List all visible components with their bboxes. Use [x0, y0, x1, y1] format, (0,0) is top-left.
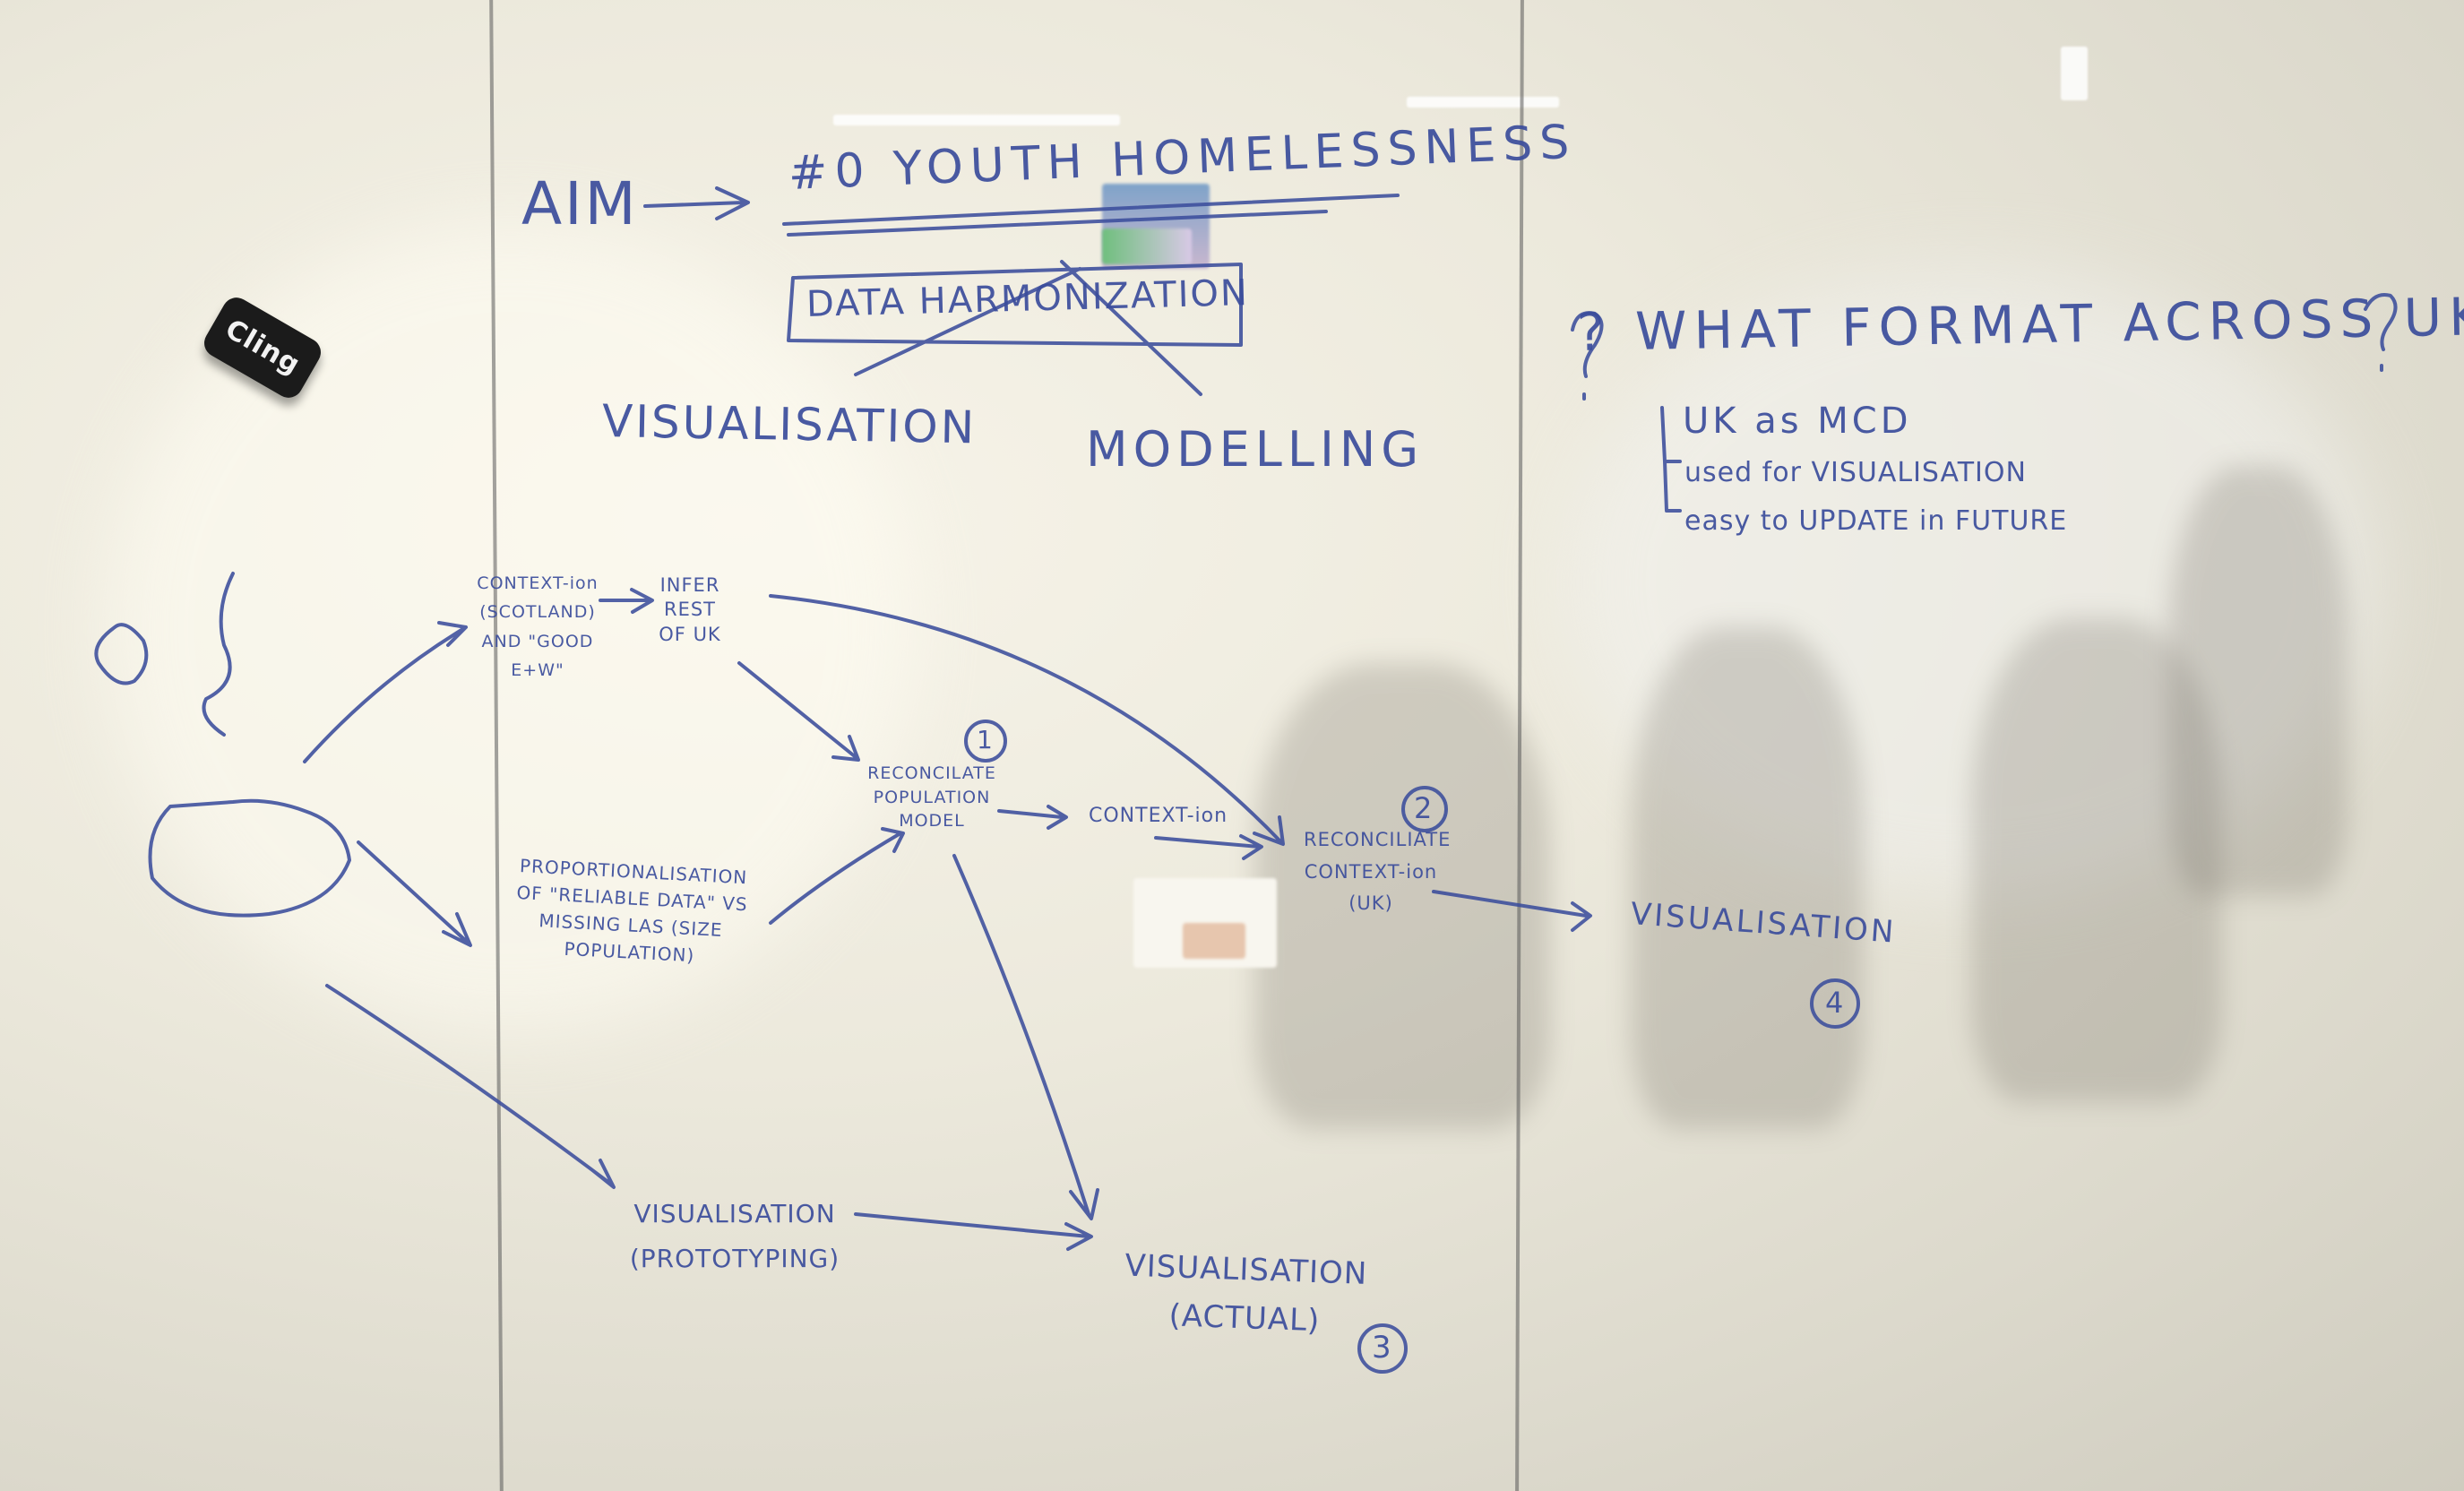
node-visualisation-actual: VISUALISATION (ACTUAL) — [1124, 1247, 1368, 1340]
bullet-2: used for VISUALISATION — [1684, 457, 2027, 488]
step-circle — [1810, 978, 1860, 1029]
harmonization-box — [787, 263, 1243, 347]
sketch-outline — [94, 623, 149, 685]
aim-label: AIM — [521, 169, 639, 238]
ceiling-light-reflection — [833, 115, 1120, 125]
step-number-4: 4 — [1825, 986, 1844, 1020]
node-infer-rest-of-uk: INFER REST OF UK — [659, 574, 721, 645]
board-glare — [1568, 269, 2374, 896]
aim-arrow — [643, 186, 750, 220]
sketch-outline — [202, 572, 235, 737]
bullet-3: easy to UPDATE in FUTURE — [1684, 505, 2068, 537]
node-visualisation-prototyping: VISUALISATION (PROTOTYPING) — [629, 1199, 840, 1274]
step-circle — [1357, 1323, 1408, 1374]
edge-to-context — [303, 621, 468, 763]
branch-modelling-label: MODELLING — [1086, 421, 1425, 478]
edge-reconcile-context-to-vis — [1432, 890, 1592, 932]
question-mark-right — [2364, 293, 2398, 372]
bullet-connector — [1660, 406, 1682, 513]
reflection-person — [1971, 618, 2222, 1102]
edge-reconcile-to-context — [997, 805, 1068, 830]
screen-reflection — [1102, 228, 1192, 264]
edge-context-to-infer — [599, 588, 654, 614]
step-number-3: 3 — [1372, 1330, 1391, 1366]
step-number-1: 1 — [977, 725, 993, 754]
step-number-2: 2 — [1414, 791, 1433, 825]
cross-out-line — [854, 267, 1081, 376]
edge-infer-to-reconcile-context — [769, 594, 1285, 846]
cross-out-line — [1060, 260, 1202, 396]
edge-infer-to-reconcile — [737, 661, 860, 762]
node-reconcile-context-uk: RECONCILIATE CONTEXT-ion (UK) — [1304, 829, 1452, 915]
reflection-person — [1631, 627, 1864, 1129]
question-mark-left — [1571, 311, 1604, 401]
edge-proportional-to-reconcile — [769, 827, 905, 925]
node-context-ion: CONTEXT-ion — [1089, 805, 1228, 827]
edge-context-to-reconcile-context — [1154, 834, 1263, 860]
reflection-person — [2168, 466, 2348, 896]
node-reconcile-population-model: RECONCILATE POPULATION MODEL — [867, 763, 996, 832]
reflection-person — [1254, 663, 1550, 1129]
edge-reconcile-to-vis-actual — [952, 854, 1099, 1220]
node-context-scotland: CONTEXT-ion (SCOTLAND) AND "GOOD E+W" — [477, 573, 599, 680]
branch-visualisation-label: VISUALISATION — [601, 395, 978, 454]
ceiling-light-reflection — [2061, 47, 2088, 100]
step-circle — [964, 720, 1007, 763]
laptop-reflection — [1183, 923, 1245, 959]
edge-prototyping-to-actual — [854, 1212, 1093, 1251]
edge-to-vis-prototyping — [325, 984, 616, 1189]
bullet-1: UK as MCD — [1683, 401, 1912, 442]
edge-to-proportionalisation — [357, 840, 472, 947]
format-question: ? WHAT FORMAT ACROSS UK ? — [1576, 285, 2464, 363]
sketch-outline — [148, 798, 351, 918]
node-proportionalisation: PROPORTIONALISATION OF "RELIABLE DATA" V… — [515, 855, 749, 967]
title-underline — [782, 194, 1400, 237]
step-circle — [1401, 786, 1448, 832]
